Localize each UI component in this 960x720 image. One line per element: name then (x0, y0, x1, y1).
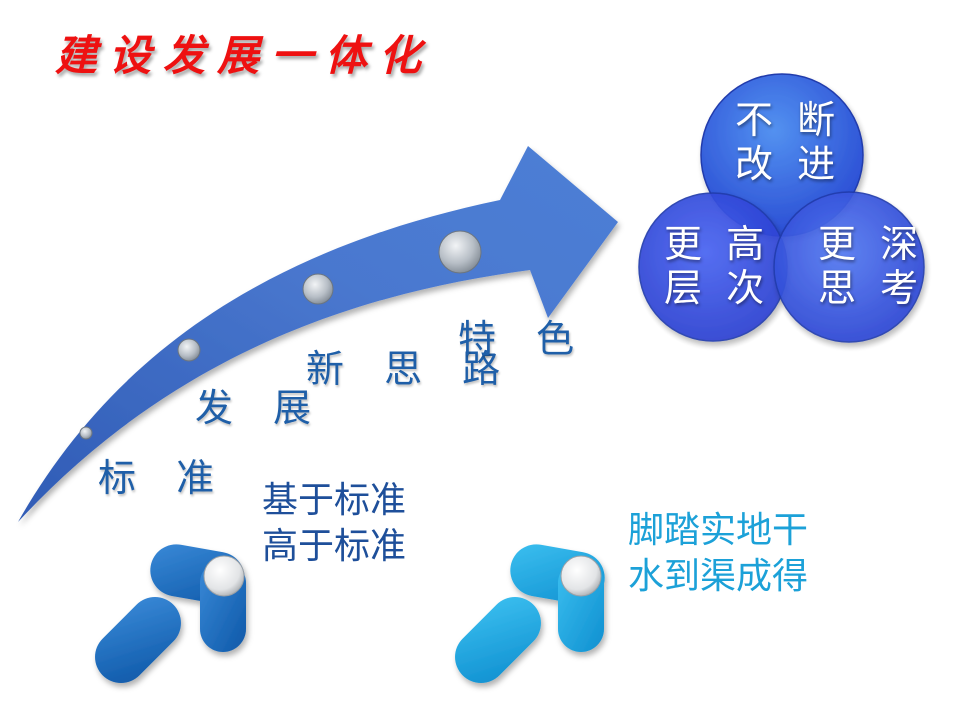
circle-label-right-line1: 更 深 (818, 222, 925, 266)
circle-label-left-line1: 更 高 (664, 222, 771, 266)
circle-label-left: 更 高 层 次 (664, 222, 770, 310)
step-dot (302, 273, 334, 305)
text-group-standards-line1: 基于标准 (262, 480, 407, 521)
arrow-piece-2-icon (455, 544, 605, 683)
circle-label-top-line2: 改 进 (735, 142, 842, 186)
circle-label-top-line1: 不 断 (735, 98, 842, 142)
step-label-standard: 标 准 (98, 456, 229, 500)
step-dot (438, 230, 482, 274)
text-group-down-to-earth-line1: 脚踏实地干 (628, 510, 809, 551)
circle-label-right: 更 深 思 考 (818, 222, 924, 310)
text-group-standards: 基于标准 高于标准 (262, 478, 406, 570)
circle-label-right-line2: 思 考 (818, 266, 925, 310)
venn-circle-right (773, 191, 925, 343)
text-group-standards-line2: 高于标准 (262, 526, 407, 567)
step-label-new-ideas: 新 思 路 (306, 347, 515, 391)
slide-title: 建设发展一体化 (55, 31, 434, 80)
step-label-features: 特 色 (458, 317, 589, 361)
circle-label-left-line2: 层 次 (664, 266, 771, 310)
text-group-down-to-earth-line2: 水到渠成得 (628, 556, 809, 597)
arrow-piece-1-icon (95, 544, 246, 683)
circle-label-top: 不 断 改 进 (735, 98, 841, 186)
step-dot (177, 338, 201, 362)
step-dot (79, 426, 93, 440)
text-group-down-to-earth: 脚踏实地干 水到渠成得 (628, 508, 808, 600)
step-label-development: 发 展 (195, 386, 326, 430)
